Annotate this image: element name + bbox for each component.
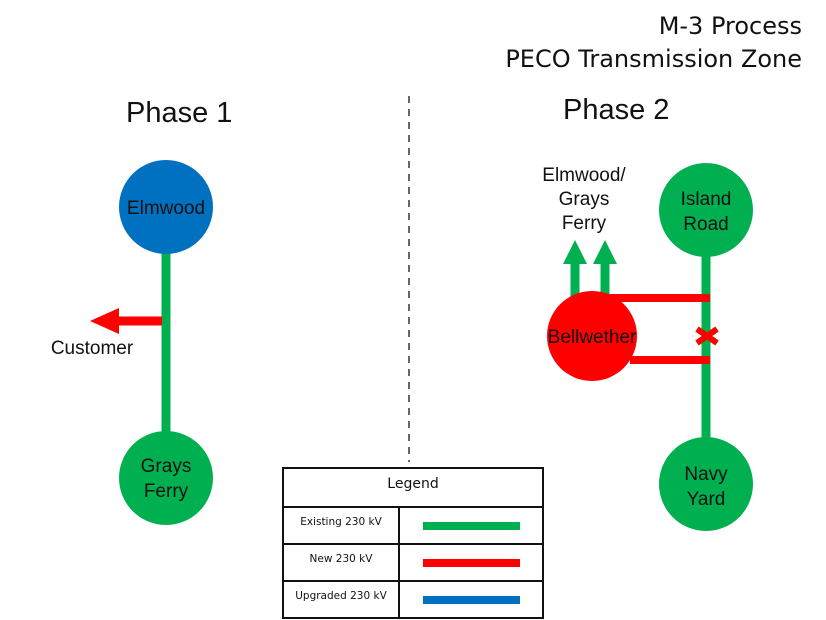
outgoing-label-2: Grays: [559, 189, 610, 210]
legend-swatch-upgraded: [422, 595, 520, 604]
legend-row-upgraded: Upgraded 230 kV: [284, 582, 542, 617]
legend: Legend Existing 230 kV New 230 kV Upgrad…: [282, 467, 544, 619]
customer-arrow-icon: [90, 308, 119, 334]
node-bellwether-label: Bellwether: [548, 327, 637, 348]
outgoing-label-1: Elmwood/: [542, 165, 626, 186]
diagram-title: M-3 Process PECO Transmission Zone: [505, 10, 802, 76]
title-line-2: PECO Transmission Zone: [505, 45, 802, 73]
node-elmwood: [119, 160, 213, 254]
node-grays-ferry-label-1: Grays: [141, 456, 192, 477]
line-cut-x-icon: [695, 326, 719, 346]
phase-2-title: Phase 2: [563, 94, 670, 126]
legend-title: Legend: [284, 469, 542, 508]
title-line-1: M-3 Process: [658, 12, 802, 40]
phase-1-title: Phase 1: [126, 97, 233, 129]
legend-swatch-existing: [422, 521, 520, 530]
legend-label-new: New 230 kV: [284, 545, 400, 580]
customer-label: Customer: [51, 338, 134, 359]
outgoing-label-3: Ferry: [562, 213, 607, 234]
node-island-road-label-1: Island: [681, 189, 732, 210]
legend-row-existing: Existing 230 kV: [284, 508, 542, 545]
outgoing-arrow-1-icon: [563, 240, 587, 264]
node-elmwood-label: Elmwood: [127, 198, 205, 219]
outgoing-arrow-2-icon: [593, 240, 617, 264]
node-bellwether: [547, 291, 637, 381]
legend-swatch-new: [422, 558, 520, 567]
node-grays-ferry: [119, 431, 213, 525]
node-navy-yard-label-1: Navy: [684, 464, 728, 485]
node-navy-yard-label-2: Yard: [687, 489, 726, 510]
node-island-road: [659, 163, 753, 257]
legend-label-upgraded: Upgraded 230 kV: [284, 582, 400, 617]
legend-label-existing: Existing 230 kV: [284, 508, 400, 543]
node-navy-yard: [659, 437, 753, 531]
node-grays-ferry-label-2: Ferry: [144, 481, 189, 502]
legend-row-new: New 230 kV: [284, 545, 542, 582]
node-island-road-label-2: Road: [683, 214, 728, 235]
